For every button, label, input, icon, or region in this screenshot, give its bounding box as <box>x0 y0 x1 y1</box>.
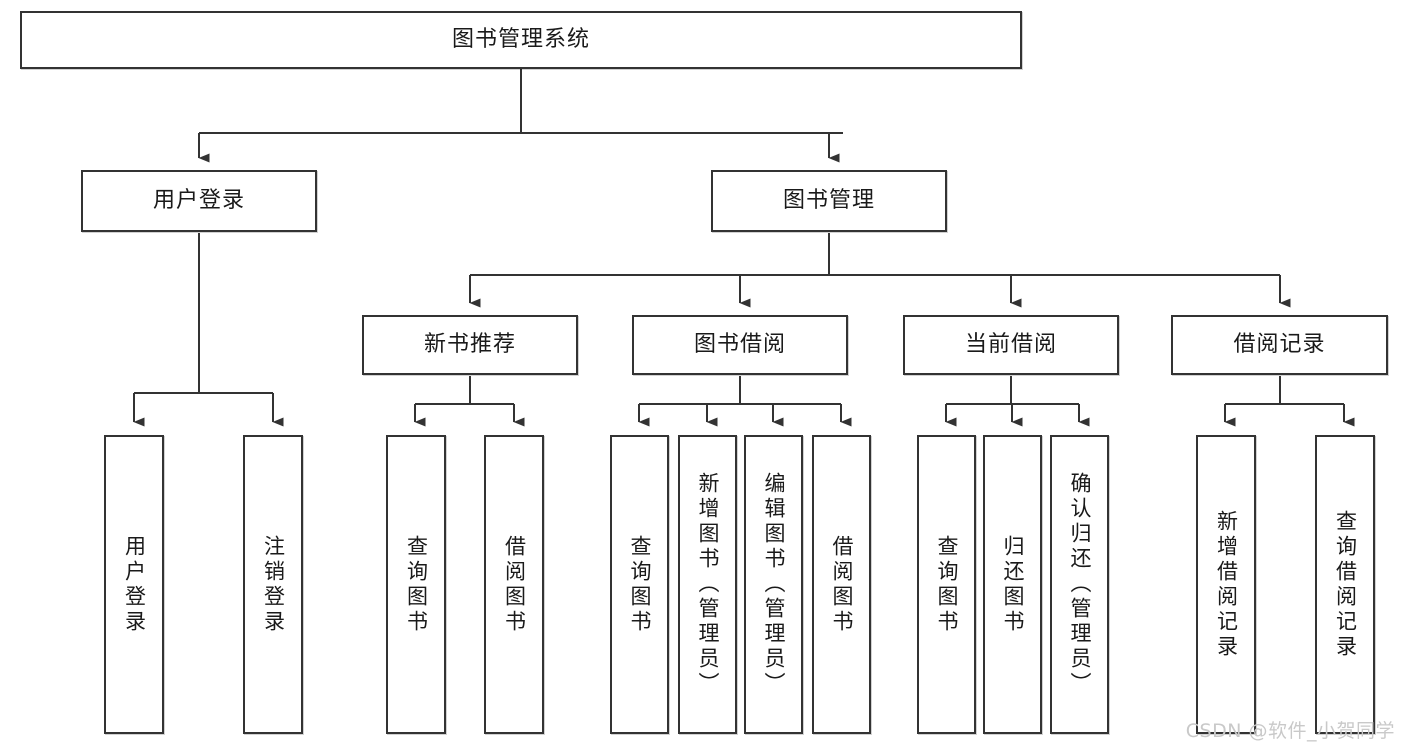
leaf-query-book-current[interactable]: 查询图书 <box>917 435 976 734</box>
leaf-return-book[interactable]: 归还图书 <box>983 435 1042 734</box>
node-root-label: 图书管理系统 <box>451 27 590 53</box>
leaf-query-book-current-label: 查询图书 <box>935 534 959 635</box>
node-book-borrow-label: 图书借阅 <box>693 332 786 358</box>
leaf-confirm-return-admin-label: 确认归还（管理员） <box>1068 472 1092 697</box>
leaf-borrow-book[interactable]: 借阅图书 <box>812 435 871 734</box>
leaf-query-borrow-record[interactable]: 查询借阅记录 <box>1315 435 1375 734</box>
leaf-query-book-newbook[interactable]: 查询图书 <box>386 435 446 734</box>
leaf-edit-book-admin-label: 编辑图书（管理员） <box>762 472 786 697</box>
leaf-logout-label: 注销登录 <box>261 534 286 635</box>
leaf-logout[interactable]: 注销登录 <box>243 435 303 734</box>
leaf-add-book-admin[interactable]: 新增图书（管理员） <box>678 435 737 734</box>
node-user-login[interactable]: 用户登录 <box>81 170 317 232</box>
leaf-add-borrow-record[interactable]: 新增借阅记录 <box>1196 435 1256 734</box>
leaf-user-login[interactable]: 用户登录 <box>104 435 164 734</box>
leaf-query-book-borrow[interactable]: 查询图书 <box>610 435 669 734</box>
node-root[interactable]: 图书管理系统 <box>20 11 1022 69</box>
leaf-query-borrow-record-label: 查询借阅记录 <box>1333 509 1358 660</box>
leaf-edit-book-admin[interactable]: 编辑图书（管理员） <box>744 435 803 734</box>
node-book-management-label: 图书管理 <box>782 188 875 214</box>
node-current-borrow-label: 当前借阅 <box>964 332 1057 358</box>
node-new-book-recommend[interactable]: 新书推荐 <box>362 315 578 375</box>
leaf-add-book-admin-label: 新增图书（管理员） <box>696 472 720 697</box>
leaf-borrow-book-newbook-label: 借阅图书 <box>502 534 527 635</box>
node-borrow-record[interactable]: 借阅记录 <box>1171 315 1388 375</box>
leaf-query-book-borrow-label: 查询图书 <box>628 534 652 635</box>
leaf-add-borrow-record-label: 新增借阅记录 <box>1214 509 1239 660</box>
node-book-borrow[interactable]: 图书借阅 <box>632 315 848 375</box>
node-user-login-label: 用户登录 <box>152 188 245 214</box>
leaf-confirm-return-admin[interactable]: 确认归还（管理员） <box>1050 435 1109 734</box>
node-borrow-record-label: 借阅记录 <box>1233 332 1326 358</box>
node-new-book-recommend-label: 新书推荐 <box>423 332 516 358</box>
leaf-query-book-newbook-label: 查询图书 <box>404 534 429 635</box>
leaf-return-book-label: 归还图书 <box>1001 534 1025 635</box>
node-current-borrow[interactable]: 当前借阅 <box>903 315 1119 375</box>
leaf-borrow-book-label: 借阅图书 <box>830 534 854 635</box>
leaf-borrow-book-newbook[interactable]: 借阅图书 <box>484 435 544 734</box>
node-book-management[interactable]: 图书管理 <box>711 170 947 232</box>
leaf-user-login-label: 用户登录 <box>122 534 147 635</box>
